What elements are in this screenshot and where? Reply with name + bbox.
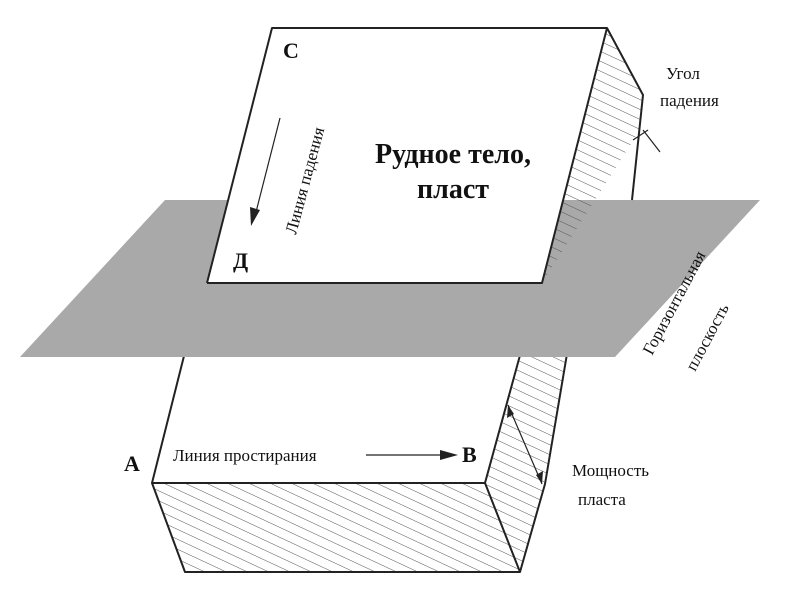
ore-body-label-line1: Рудное тело, xyxy=(375,139,531,170)
dip-angle-label-line2: падения xyxy=(660,91,719,110)
upper-block xyxy=(206,27,644,284)
lower-block-right-edges xyxy=(484,347,523,484)
dip-angle-marker xyxy=(632,129,661,153)
lower-right-face xyxy=(485,345,568,572)
lower-block xyxy=(151,345,569,573)
strike-line-arrow xyxy=(366,450,458,460)
point-a-label: А xyxy=(124,451,140,476)
lower-front-face xyxy=(152,483,520,572)
lower-block-back-edges xyxy=(519,347,569,573)
point-d-label: Д xyxy=(233,248,248,273)
upper-right-face xyxy=(542,28,643,283)
lower-block-edges xyxy=(151,351,521,573)
dip-angle-label-line1: Угол xyxy=(666,64,700,83)
thickness-label-line1: Мощность xyxy=(572,461,649,480)
horizontal-plane-label-line2: плоскость xyxy=(682,300,733,374)
ore-body-label-line2: пласт xyxy=(417,174,489,205)
thickness-label-line2: пласта xyxy=(578,490,626,509)
point-b-label: В xyxy=(462,442,477,467)
dip-line-arrow xyxy=(250,117,281,226)
thickness-marker xyxy=(507,404,543,485)
upper-block-back-edge xyxy=(606,27,644,201)
strike-line-label: Линия простирания xyxy=(173,446,317,465)
point-c-label: С xyxy=(283,38,299,63)
upper-top-face xyxy=(207,28,607,283)
